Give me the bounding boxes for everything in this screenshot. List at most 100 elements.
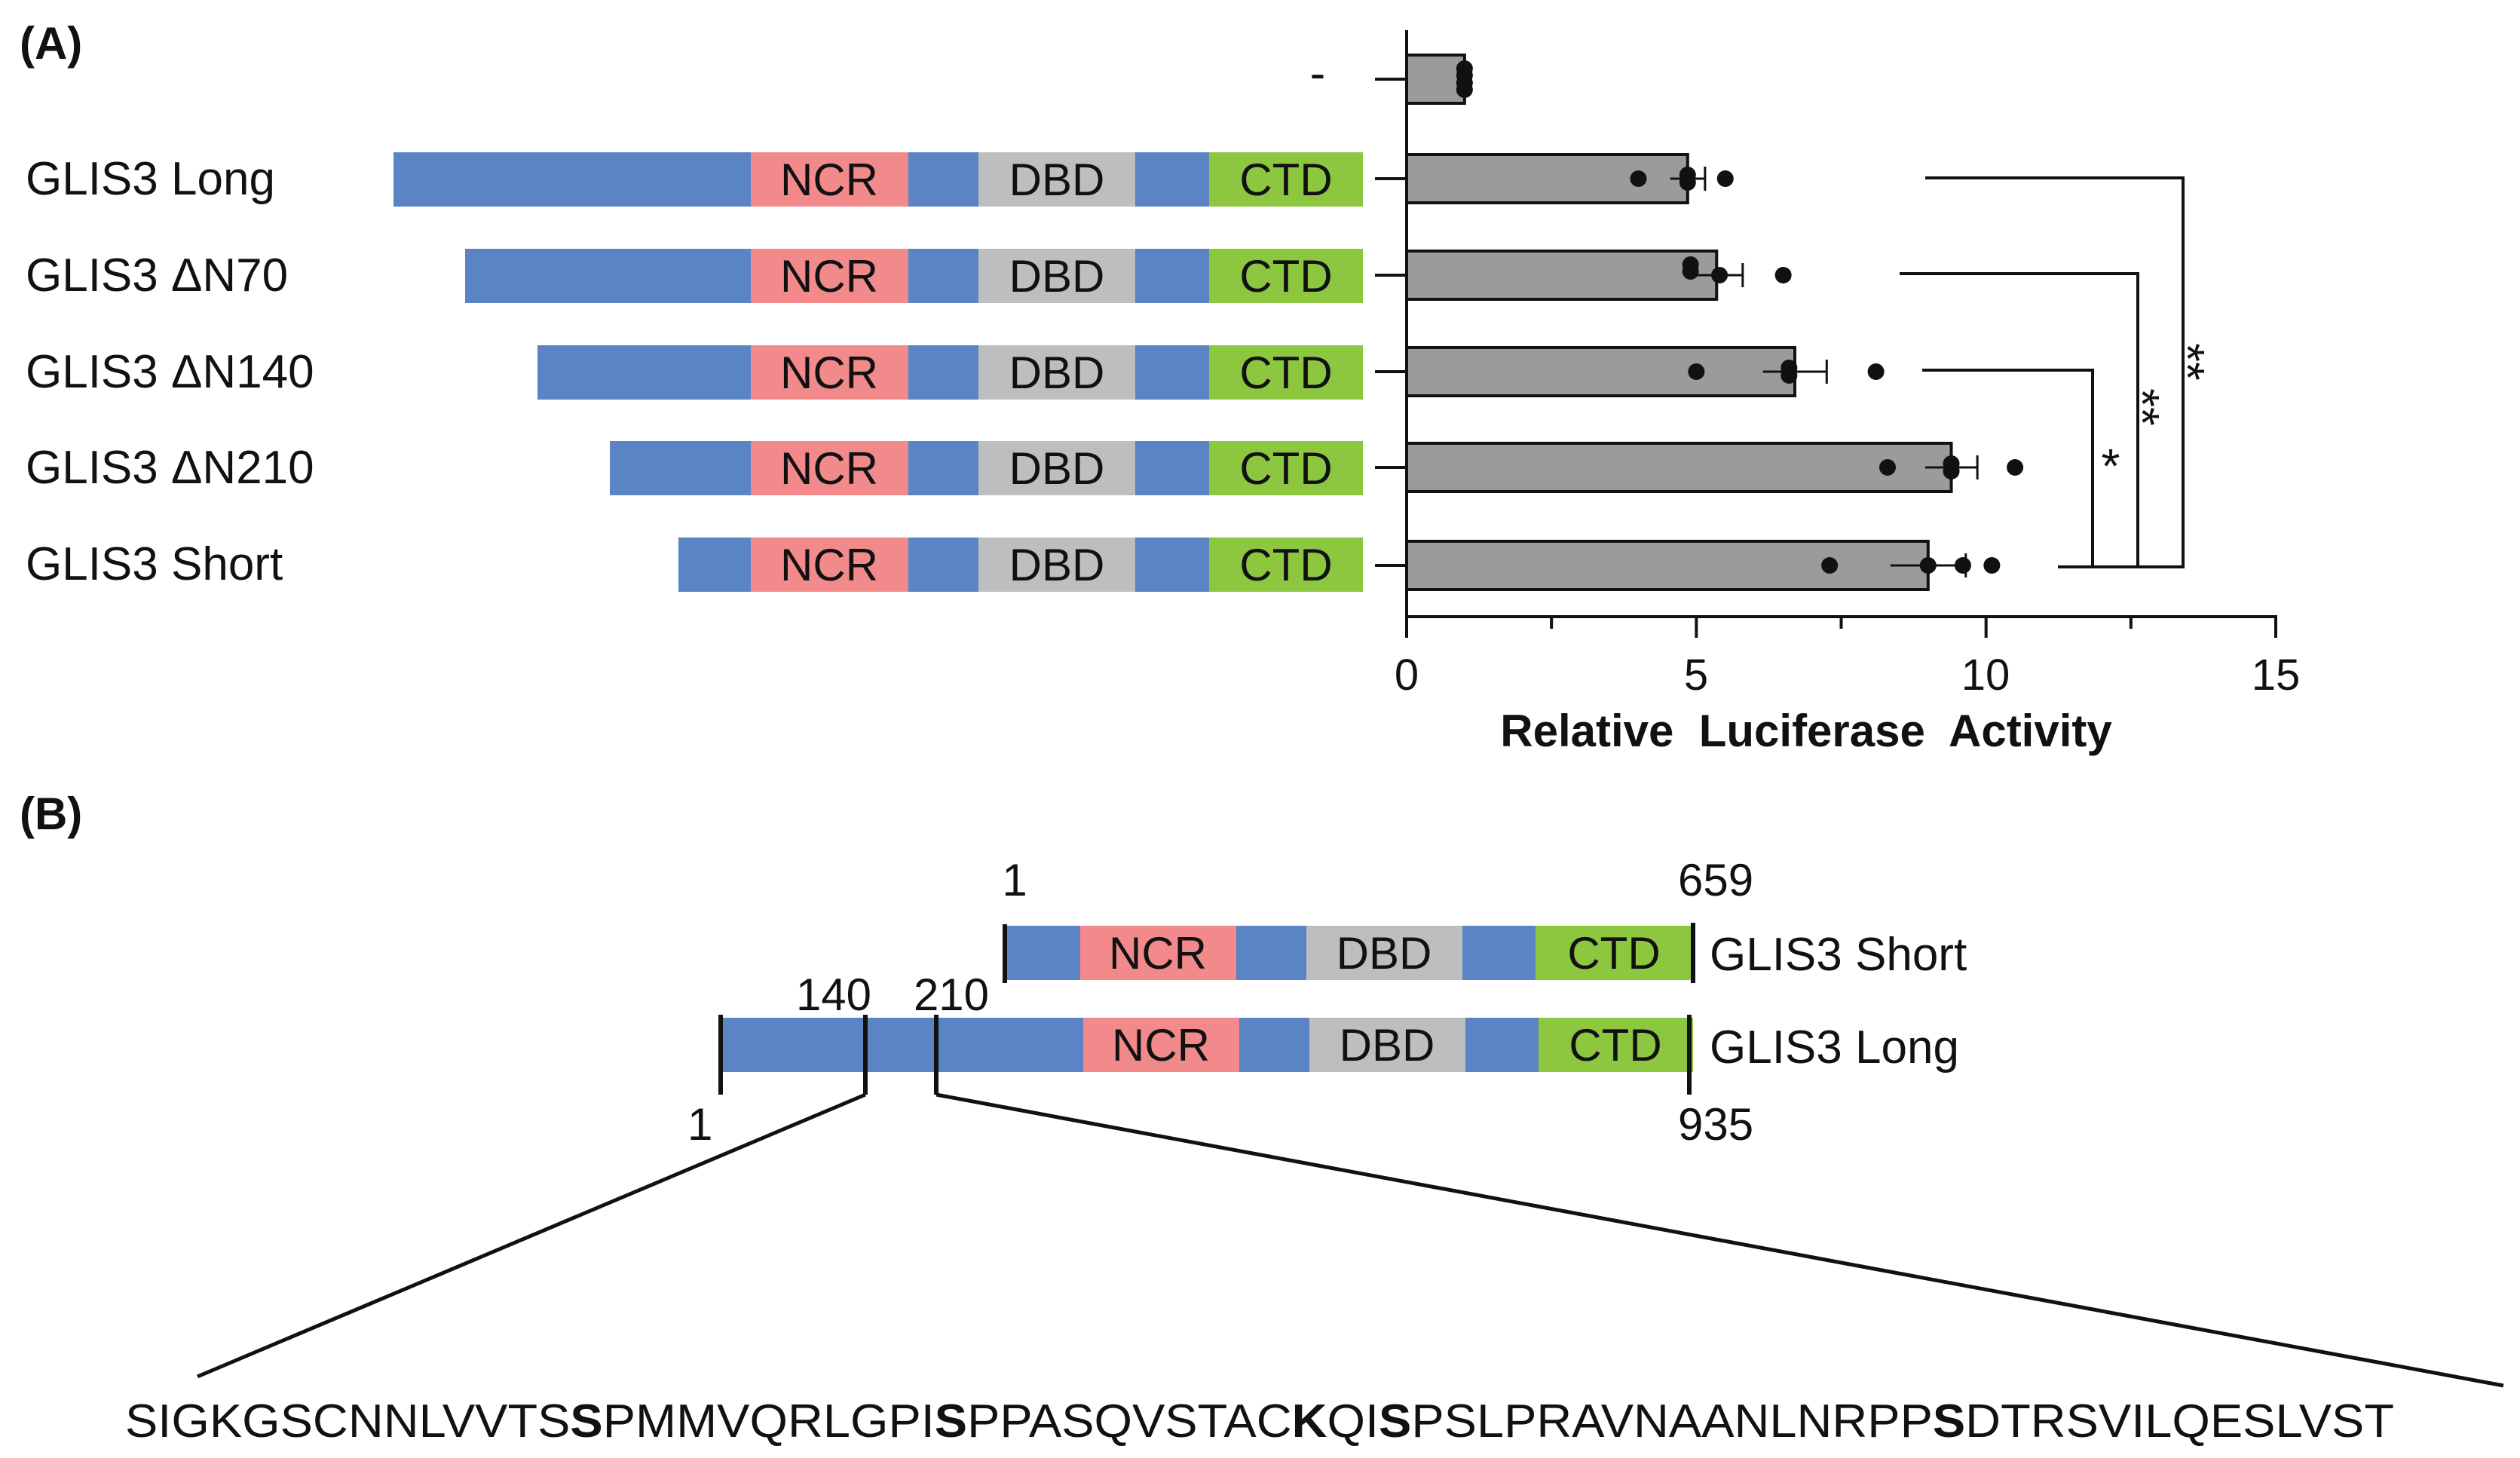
long-end-number: 935 <box>1678 1099 1753 1150</box>
data-point <box>1679 174 1696 191</box>
ctd-domain <box>1209 441 1363 495</box>
construct-dn210: NCR DBD CTD <box>610 441 1363 495</box>
sequence-segment: SIGKGSCNNLVVTS <box>125 1395 570 1447</box>
ctd-label: CTD <box>1239 443 1332 494</box>
row-label-dn70: GLIS3 ΔN70 <box>26 250 288 302</box>
row-label-short: GLIS3 Short <box>26 538 283 590</box>
data-point <box>1682 263 1699 280</box>
bar <box>1405 540 1930 591</box>
bar-chart: 0 5 10 15 Relative Luciferase Activity *… <box>1375 30 2300 756</box>
highlighted-residue: S <box>935 1395 967 1447</box>
significance-star: ** <box>2160 343 2215 381</box>
data-point <box>1821 557 1839 574</box>
data-point <box>1688 363 1705 380</box>
construct-long: NCR DBD CTD <box>393 152 1363 207</box>
dbd-domain <box>978 345 1135 400</box>
significance-brackets: * ** ** <box>1900 176 2215 568</box>
ncr-label: NCR <box>780 155 878 205</box>
highlighted-residue: S <box>1933 1395 1965 1447</box>
schematic-short: NCR DBD CTD 1 659 GLIS3 Short <box>1002 855 1967 983</box>
highlighted-residue: S <box>1379 1395 1411 1447</box>
data-point <box>1954 557 1971 574</box>
bar <box>1405 346 1797 397</box>
dbd-label: DBD <box>1337 928 1432 979</box>
sequence-segment: PSLPRAVNAANLNRPP <box>1411 1395 1933 1447</box>
ctd-domain <box>1209 538 1363 592</box>
row-label-control: - <box>1310 47 1326 100</box>
data-point <box>1867 363 1885 380</box>
row-label-long: GLIS3 Long <box>26 153 275 205</box>
dbd-domain <box>978 441 1135 495</box>
bracket-long-vs-short <box>1925 176 2185 568</box>
position-210-number: 210 <box>914 969 989 1020</box>
ncr-domain <box>751 249 908 303</box>
dbd-label: DBD <box>1009 348 1105 398</box>
ncr-domain <box>751 152 908 207</box>
data-point <box>1711 267 1728 283</box>
x-tick-label: 0 <box>1395 651 1419 700</box>
ctd-domain <box>1209 345 1363 400</box>
significance-star: ** <box>2115 388 2169 426</box>
row-label-dn140: GLIS3 ΔN140 <box>26 346 314 398</box>
x-tick-label: 10 <box>1961 651 2010 700</box>
short-end-number: 659 <box>1678 855 1753 905</box>
highlighted-residue: S <box>570 1395 602 1447</box>
long-schematic-label: GLIS3 Long <box>1710 1022 1959 1074</box>
data-point <box>1716 170 1734 187</box>
sequence-segment: PMMVQRLGPI <box>603 1395 935 1447</box>
x-axis-label: Relative Luciferase Activity <box>1500 706 2112 756</box>
dbd-domain <box>978 538 1135 592</box>
dbd-label: DBD <box>1009 155 1105 205</box>
dbd-domain <box>978 152 1135 207</box>
panel-label-b: (B) <box>20 789 82 839</box>
ncr-label: NCR <box>780 251 878 302</box>
zoom-line-left <box>197 1092 866 1379</box>
ctd-domain <box>1539 1018 1693 1072</box>
construct-short: NCR DBD CTD <box>678 538 1363 592</box>
schematic-long: NCR DBD CTD 140 210 1 935 GLIS3 Long <box>197 969 2504 1388</box>
ctd-domain <box>1536 926 1693 980</box>
dbd-label: DBD <box>1009 443 1105 494</box>
dbd-domain <box>1309 1018 1465 1072</box>
long-start-number: 1 <box>687 1099 712 1150</box>
chart-marks <box>1375 30 2277 638</box>
dbd-label: DBD <box>1009 251 1105 302</box>
zoom-line-right <box>935 1092 2504 1388</box>
x-tick-labels: 0 5 10 15 <box>1395 651 2300 700</box>
bar <box>1405 250 1719 301</box>
dbd-domain <box>1306 926 1462 980</box>
ncr-domain <box>1083 1018 1239 1072</box>
ncr-label: NCR <box>780 540 878 590</box>
sequence-segment: DTRSVILQESLVST <box>1965 1395 2394 1447</box>
ncr-label: NCR <box>780 348 878 398</box>
data-point <box>1781 367 1798 384</box>
data-point <box>1630 170 1647 187</box>
ctd-label: CTD <box>1569 1020 1661 1071</box>
short-schematic-label: GLIS3 Short <box>1710 929 1967 981</box>
ctd-domain <box>1209 249 1363 303</box>
data-point <box>2007 459 2024 476</box>
x-tick-label: 5 <box>1684 651 1708 700</box>
construct-dn140: NCR DBD CTD <box>537 345 1363 400</box>
ncr-label: NCR <box>780 443 878 494</box>
ctd-label: CTD <box>1567 928 1660 979</box>
data-point <box>1456 81 1473 98</box>
bracket-dn70-vs-short <box>1900 272 2139 567</box>
ncr-domain <box>751 538 908 592</box>
data-point <box>1879 459 1896 476</box>
short-start-number: 1 <box>1002 855 1027 905</box>
row-label-dn210: GLIS3 ΔN210 <box>26 442 314 494</box>
ctd-label: CTD <box>1239 251 1332 302</box>
construct-dn70: NCR DBD CTD <box>465 249 1363 303</box>
dbd-label: DBD <box>1340 1020 1435 1071</box>
sequence-segment: QI <box>1327 1395 1379 1447</box>
ctd-label: CTD <box>1239 155 1332 205</box>
row-labels: - GLIS3 Long GLIS3 ΔN70 GLIS3 ΔN140 GLIS… <box>26 47 1325 590</box>
data-point <box>1983 557 2001 574</box>
highlighted-residue: K <box>1292 1395 1327 1447</box>
ctd-label: CTD <box>1239 540 1332 590</box>
bar <box>1405 54 1466 105</box>
dbd-label: DBD <box>1009 540 1105 590</box>
